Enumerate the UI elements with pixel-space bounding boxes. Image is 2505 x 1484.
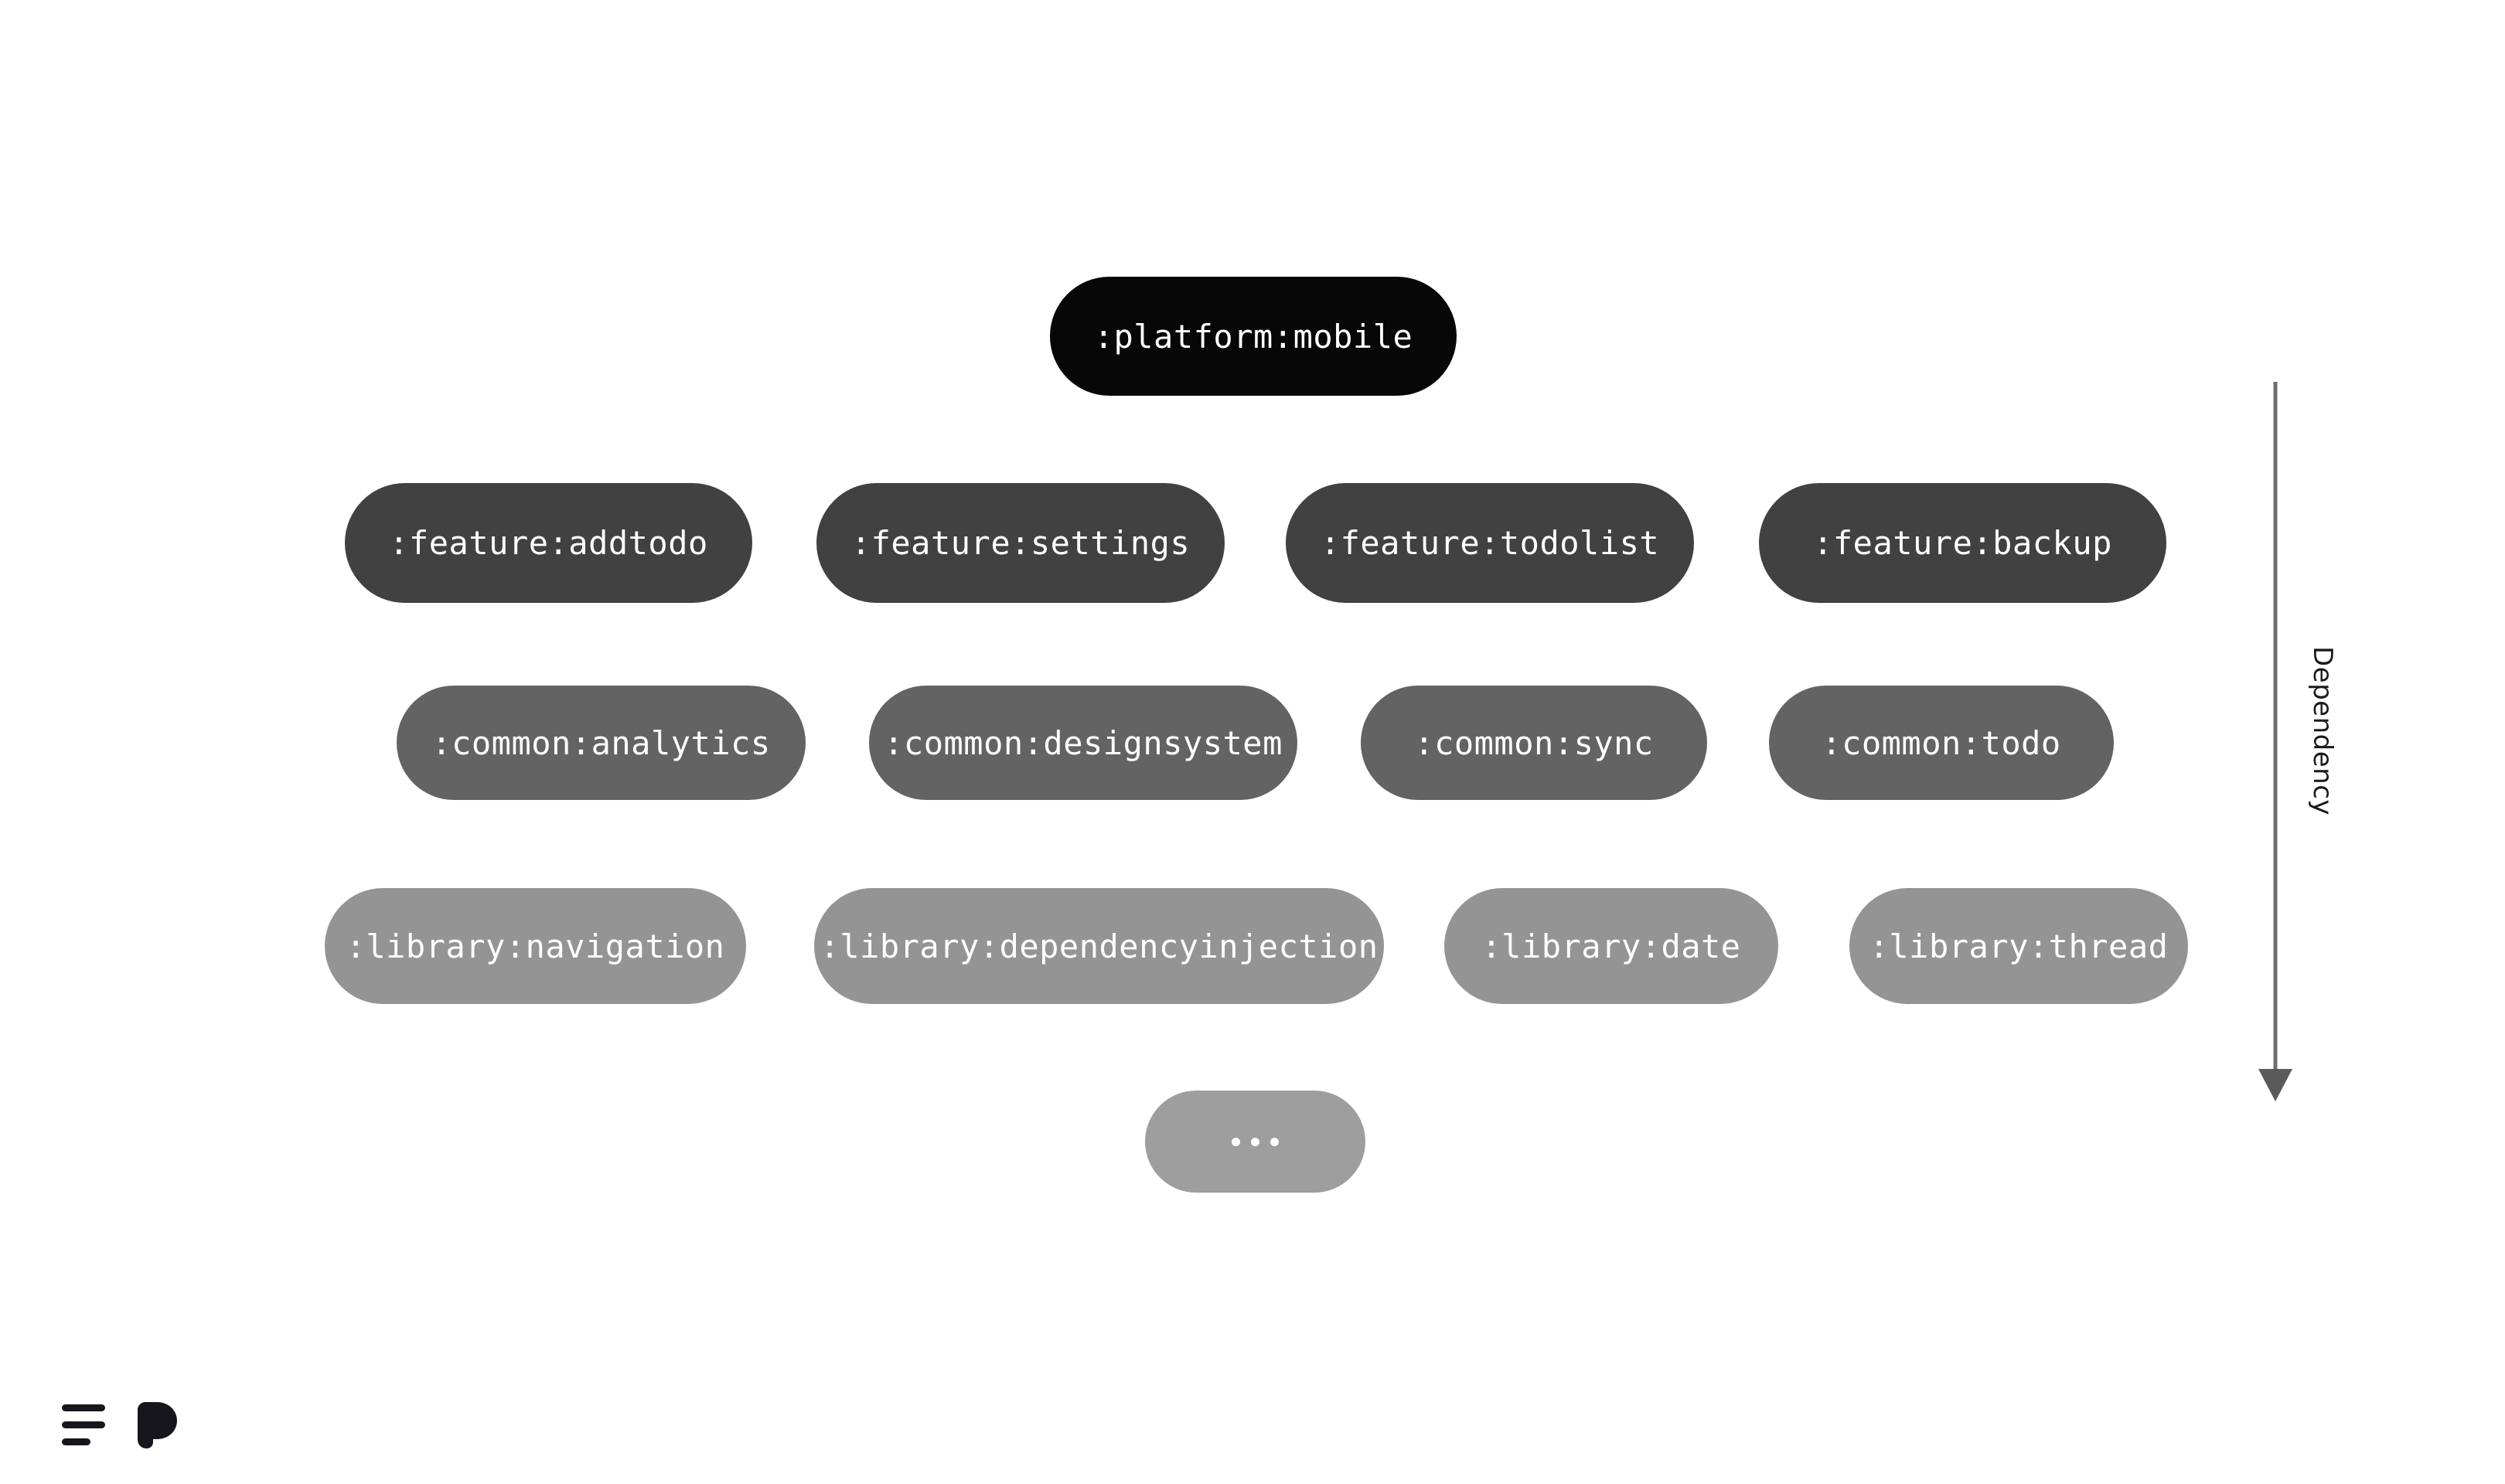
module-node-label: :feature:addtodo [389, 524, 708, 562]
module-node-library-3[interactable]: :library:thread [1849, 888, 2188, 1004]
module-node-label: :feature:settings [850, 524, 1191, 562]
module-node-more[interactable] [1145, 1091, 1365, 1193]
dependency-arrow [2242, 379, 2312, 1113]
footer-brand [62, 1401, 178, 1448]
module-node-label: :library:dependencyinjection [820, 927, 1379, 965]
module-node-label: :common:analytics [431, 723, 771, 762]
module-node-feature-1[interactable]: :feature:settings [816, 483, 1225, 603]
module-node-label: :feature:backup [1813, 524, 2112, 562]
module-node-label: :library:navigation [346, 927, 725, 965]
module-node-label: :common:sync [1414, 723, 1654, 762]
module-node-label: :library:thread [1869, 927, 2169, 965]
module-node-label: :library:date [1481, 927, 1741, 965]
module-node-library-2[interactable]: :library:date [1444, 888, 1778, 1004]
module-node-feature-2[interactable]: :feature:todolist [1286, 483, 1694, 603]
module-node-feature-3[interactable]: :feature:backup [1759, 483, 2166, 603]
module-node-label: :common:todo [1822, 723, 2061, 762]
ellipsis-icon [1232, 1137, 1279, 1146]
module-node-common-1[interactable]: :common:designsystem [869, 686, 1297, 800]
module-node-label: :feature:todolist [1320, 524, 1660, 562]
hamburger-lines-icon [62, 1404, 105, 1445]
module-node-feature-0[interactable]: :feature:addtodo [345, 483, 752, 603]
module-node-common-2[interactable]: :common:sync [1361, 686, 1707, 800]
module-node-library-1[interactable]: :library:dependencyinjection [814, 888, 1384, 1004]
pinterest-logo-icon [138, 1402, 177, 1448]
module-node-library-0[interactable]: :library:navigation [325, 888, 746, 1004]
dependency-arrow-label: Dependency [2307, 646, 2338, 816]
module-node-label: :platform:mobile [1093, 317, 1413, 356]
module-node-label: :common:designsystem [884, 723, 1283, 762]
module-node-common-0[interactable]: :common:analytics [397, 686, 806, 800]
module-node-common-3[interactable]: :common:todo [1769, 686, 2114, 800]
module-node-platform-0[interactable]: :platform:mobile [1050, 277, 1457, 396]
